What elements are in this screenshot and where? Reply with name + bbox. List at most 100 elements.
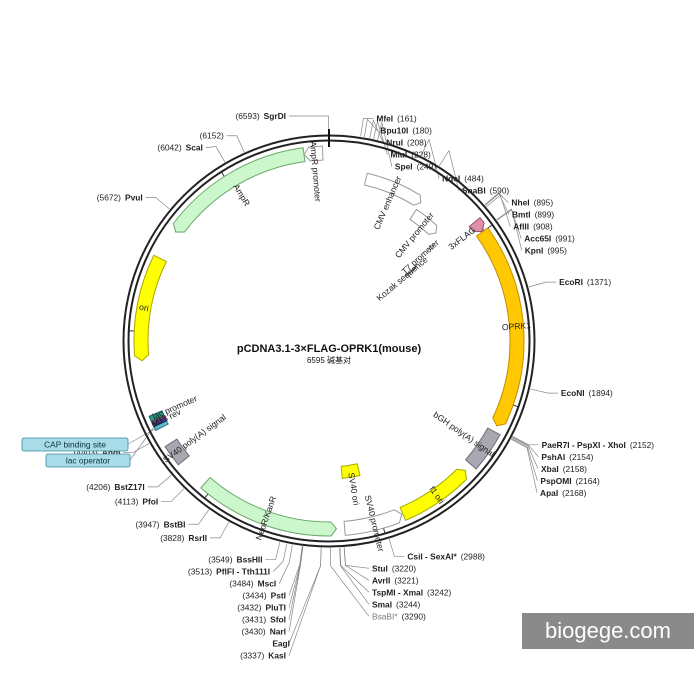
site-pvui: (5672)PvuI (97, 193, 143, 203)
site-bsabi: BsaBI*(3290) (372, 611, 426, 621)
site-position: (3430) (241, 627, 265, 637)
feature-ampr (172, 147, 306, 233)
site-position: (995) (547, 246, 567, 256)
site-name: PaeR7I - PspXI - XhoI (542, 440, 626, 450)
site-line-ahdi (123, 443, 150, 453)
feature-cmv-promoter (409, 208, 438, 235)
site-position: (2152) (630, 440, 654, 450)
site-name: MluI (390, 150, 407, 160)
site-eagi: EagI (272, 639, 290, 649)
site-line-ecori (528, 281, 557, 288)
site-name: NdeI (442, 174, 460, 184)
site-csii-sexai: CsiI - SexAI*(2988) (407, 551, 485, 561)
site-name: CsiI - SexAI* (407, 551, 457, 561)
site-pos-6152: (6152) (200, 131, 224, 141)
feature-label-oprk1: OPRK1 (502, 320, 532, 332)
feature-sv40-promoter (343, 509, 403, 536)
site-name: PstI (271, 591, 286, 601)
site-line-pspomi (511, 438, 538, 481)
site-line-kasi (288, 547, 322, 656)
site-name: PfoI (142, 496, 158, 506)
site-position: (4206) (86, 482, 110, 492)
site-line-tspmi-xmai (339, 547, 370, 593)
feature-cmv-enhancer (363, 172, 422, 206)
site-line-paer7i-pspxi-xhoi (512, 436, 539, 446)
site-name: SpeI (395, 162, 413, 172)
site-line-nari (288, 546, 304, 632)
site-line-bsabi (330, 547, 370, 617)
site-line-econi (530, 388, 558, 394)
site-position: (3947) (135, 519, 159, 529)
site-name: XbaI (541, 464, 559, 474)
site-position: (590) (490, 186, 510, 196)
site-line-snabi (439, 149, 460, 191)
site-name: NruI (386, 138, 403, 148)
feature-arrows (133, 145, 525, 537)
site-line-smai (339, 547, 370, 605)
site-line-csii-sexai (388, 538, 405, 557)
site-position: (4403) (74, 447, 98, 457)
site-line-pshai (512, 436, 539, 458)
site-position: (908) (533, 222, 553, 232)
site-name: StuI (372, 563, 388, 573)
site-name: TspMI - XmaI (372, 587, 423, 597)
site-position: (161) (397, 114, 417, 124)
site-name: PvuI (125, 193, 143, 203)
site-nhei: NheI (895) (511, 198, 553, 208)
feature-label-kozak: Kozak sequence (374, 254, 429, 303)
site-line-nhei (484, 192, 509, 206)
site-rsrii: (3828)RsrII (160, 533, 207, 543)
site-position: (3513) (188, 567, 212, 577)
site-position: (1894) (589, 388, 613, 398)
site-position: (249) (417, 162, 437, 172)
site-bstbi: (3947)BstBI (135, 519, 185, 529)
site-name: NarI (270, 627, 286, 637)
site-name: SnaBI (462, 186, 486, 196)
site-bmti: BmtI(899) (512, 210, 554, 220)
site-name: RsrII (188, 533, 207, 543)
feature-ori (133, 254, 168, 362)
site-ndei: NdeI(484) (442, 174, 484, 184)
backbone (122, 129, 536, 548)
site-position: (895) (534, 198, 554, 208)
site-pfoi: (4113)PfoI (115, 496, 158, 506)
site-line-mfei (360, 118, 374, 137)
site-xbai: XbaI (2158) (541, 464, 587, 474)
site-position: (3244) (396, 599, 420, 609)
site-position: (208) (407, 138, 427, 148)
feature-f1-ori (399, 468, 468, 521)
site-spei: SpeI (249) (395, 162, 436, 172)
site-line-6152 (226, 135, 245, 153)
site-line-bmti (485, 193, 510, 215)
site-line-bsshii (265, 542, 281, 560)
site-pshai: PshAI(2154) (541, 452, 593, 462)
site-psti: (3434)PstI (242, 591, 286, 601)
boxed-label-cap: CAP binding site (44, 440, 106, 450)
site-scai: (6042)ScaI (157, 143, 202, 153)
site-position: (3484) (229, 579, 253, 589)
site-line-avrii (343, 547, 370, 581)
site-ecori: EcoRI(1371) (559, 277, 611, 287)
site-sgrdi: (6593)SgrDI (235, 111, 286, 121)
site-position: (899) (535, 210, 555, 220)
feature-t7-promoter (427, 243, 435, 251)
site-aflii: AflII(908) (513, 222, 553, 232)
site-name: Acc65I (524, 234, 551, 244)
site-line-rsrii (210, 521, 230, 539)
site-bstz17i: (4206)BstZ17I (86, 482, 144, 492)
site-position: (2168) (562, 488, 586, 498)
site-apai: ApaI(2168) (540, 488, 587, 498)
boxed-label-bg-lac-op (45, 453, 131, 468)
site-position: (2158) (563, 464, 587, 474)
site-line-nrui (369, 119, 384, 143)
site-name: EcoRI (559, 277, 583, 287)
feature-label-flag: 3xFLAG (446, 225, 477, 252)
site-line-stui (343, 547, 370, 569)
feature-flag (468, 216, 485, 232)
site-kasi: (3337)KasI (240, 651, 286, 661)
site-name: PflFI - Tth111I (216, 567, 270, 577)
site-name: NheI (511, 198, 529, 208)
site-position: (3220) (392, 563, 416, 573)
site-econi: EcoNI(1894) (561, 388, 613, 398)
